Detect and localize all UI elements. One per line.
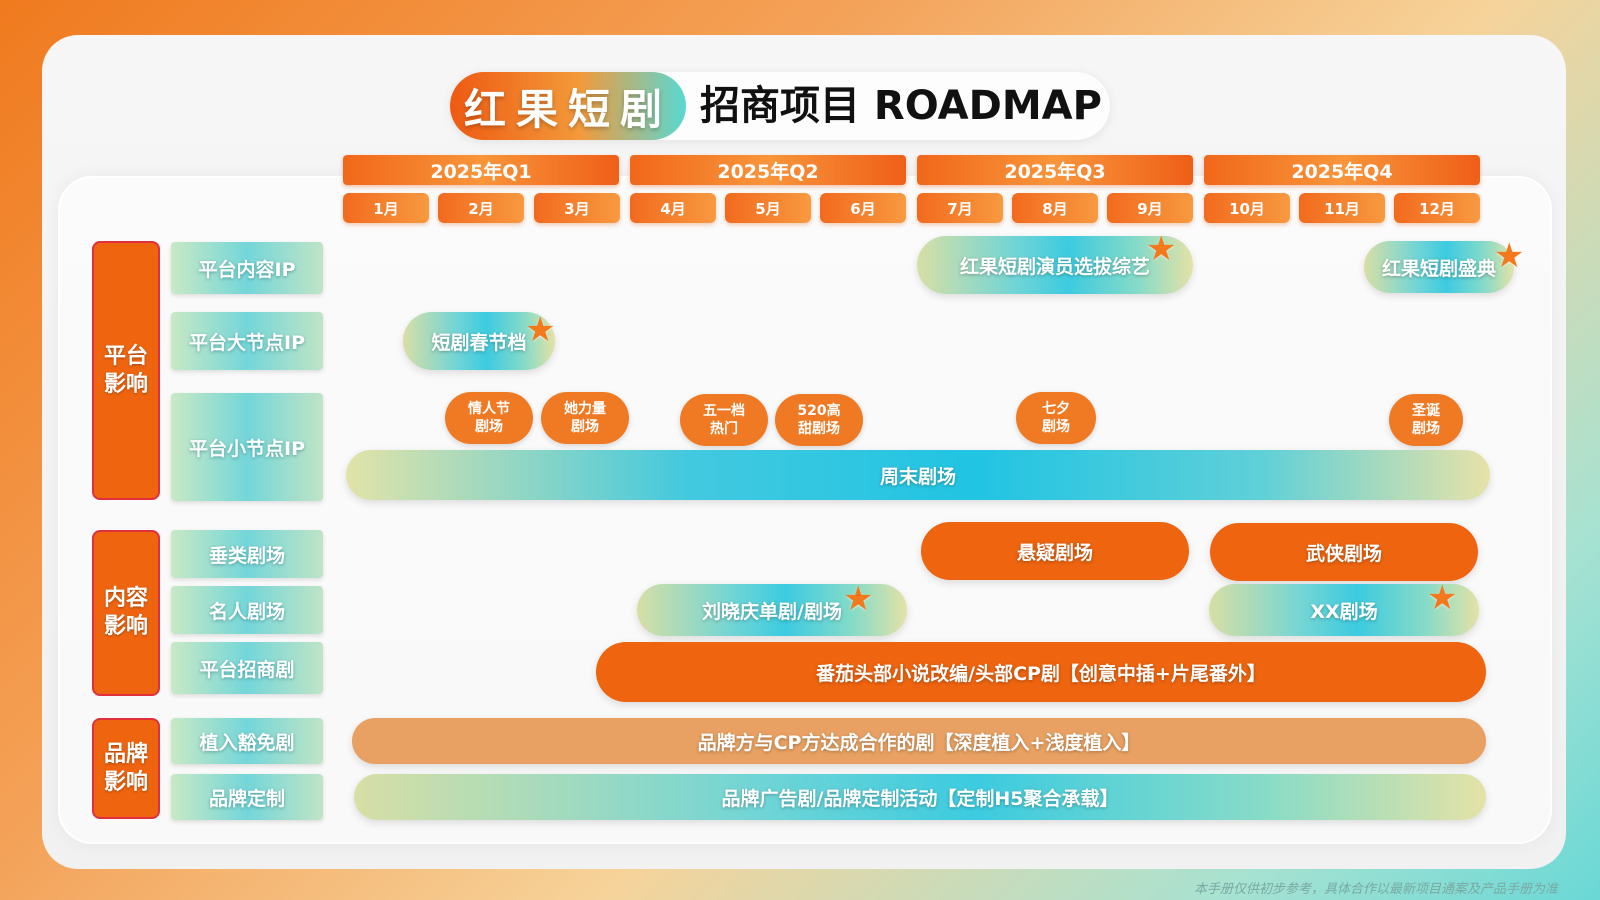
month-7: 7月 <box>917 193 1003 223</box>
category-content: 内容影响 <box>92 530 160 696</box>
event-liu-xiaoqing: 刘晓庆单剧/剧场 <box>637 584 907 636</box>
event-spring-festival: 短剧春节档 <box>403 312 555 370</box>
event-fanqie-adaptation: 番茄头部小说改编/头部CP剧【创意中插+片尾番外】 <box>596 642 1486 702</box>
quarter-q4: 2025年Q4 <box>1204 155 1480 185</box>
event-brand-custom: 品牌广告剧/品牌定制活动【定制H5聚合承载】 <box>354 774 1486 820</box>
month-9: 9月 <box>1107 193 1193 223</box>
sub-platform-big-ip: 平台大节点IP <box>171 312 323 370</box>
sub-celebrity: 名人剧场 <box>171 586 323 634</box>
bubble-valentine: 情人节剧场 <box>445 392 533 444</box>
category-platform: 平台影响 <box>92 241 160 500</box>
category-brand: 品牌影响 <box>92 718 160 819</box>
event-gala: 红果短剧盛典 <box>1364 241 1514 293</box>
event-actor-variety: 红果短剧演员选拔综艺 <box>917 236 1193 294</box>
star-icon: ★ <box>1146 229 1177 269</box>
bubble-women: 她力量剧场 <box>541 392 629 444</box>
event-xx-theater: XX剧场 <box>1209 584 1479 636</box>
page-title: 招商项目 ROADMAP <box>700 83 1102 129</box>
month-1: 1月 <box>343 193 429 223</box>
event-weekend-theater: 周末剧场 <box>346 450 1490 500</box>
month-4: 4月 <box>630 193 716 223</box>
sub-custom: 品牌定制 <box>171 774 323 820</box>
footer-note: 本手册仅供初步参考，具体合作以最新项目通案及产品手册为准 <box>1193 882 1558 897</box>
sub-platform-small-ip: 平台小节点IP <box>171 393 323 501</box>
month-5: 5月 <box>725 193 811 223</box>
month-2: 2月 <box>438 193 524 223</box>
bubble-mayday: 五一档热门 <box>680 394 768 446</box>
month-11: 11月 <box>1299 193 1385 223</box>
star-icon: ★ <box>525 310 556 350</box>
bubble-520: 520高甜剧场 <box>775 394 863 446</box>
event-brand-cp: 品牌方与CP方达成合作的剧【深度植入+浅度植入】 <box>352 718 1486 764</box>
month-6: 6月 <box>820 193 906 223</box>
quarter-q1: 2025年Q1 <box>343 155 619 185</box>
star-icon: ★ <box>1427 578 1458 618</box>
brand-title: 红果短剧 <box>450 72 686 140</box>
sub-platform-content-ip: 平台内容IP <box>171 242 323 294</box>
month-10: 10月 <box>1204 193 1290 223</box>
month-3: 3月 <box>534 193 620 223</box>
sub-vertical: 垂类剧场 <box>171 530 323 578</box>
event-wuxia-theater: 武侠剧场 <box>1210 523 1478 581</box>
bubble-qixi: 七夕剧场 <box>1016 392 1096 444</box>
sub-investment: 平台招商剧 <box>171 642 323 694</box>
month-12: 12月 <box>1394 193 1480 223</box>
star-icon: ★ <box>1494 236 1525 276</box>
month-8: 8月 <box>1012 193 1098 223</box>
event-mystery-theater: 悬疑剧场 <box>921 522 1189 580</box>
star-icon: ★ <box>843 579 874 619</box>
bubble-xmas: 圣诞剧场 <box>1389 394 1463 446</box>
sub-placement: 植入豁免剧 <box>171 718 323 764</box>
quarter-q3: 2025年Q3 <box>917 155 1193 185</box>
quarter-q2: 2025年Q2 <box>630 155 906 185</box>
